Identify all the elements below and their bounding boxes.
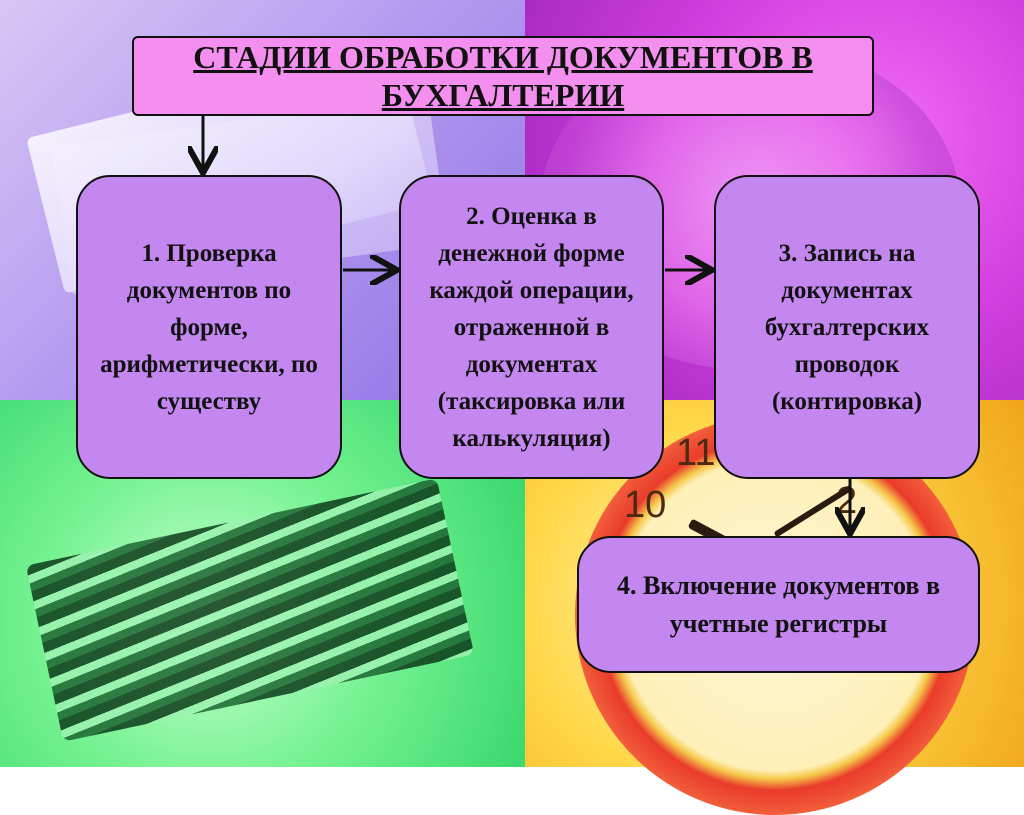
stage-4-box: 4. Включение документов в учетные регист…: [577, 536, 980, 673]
clock-number-11: 11: [676, 432, 716, 474]
diagram-title: СТАДИИ ОБРАБОТКИ ДОКУМЕНТОВ В БУХГАЛТЕРИ…: [132, 36, 874, 116]
stage-2-box: 2. Оценка в денежной форме каждой операц…: [399, 175, 664, 479]
clock-number-10: 10: [624, 484, 667, 526]
stage-3-box: 3. Запись на документах бухгалтерских пр…: [714, 175, 980, 479]
stage-1-box: 1. Проверка документов по форме, арифмет…: [76, 175, 342, 479]
